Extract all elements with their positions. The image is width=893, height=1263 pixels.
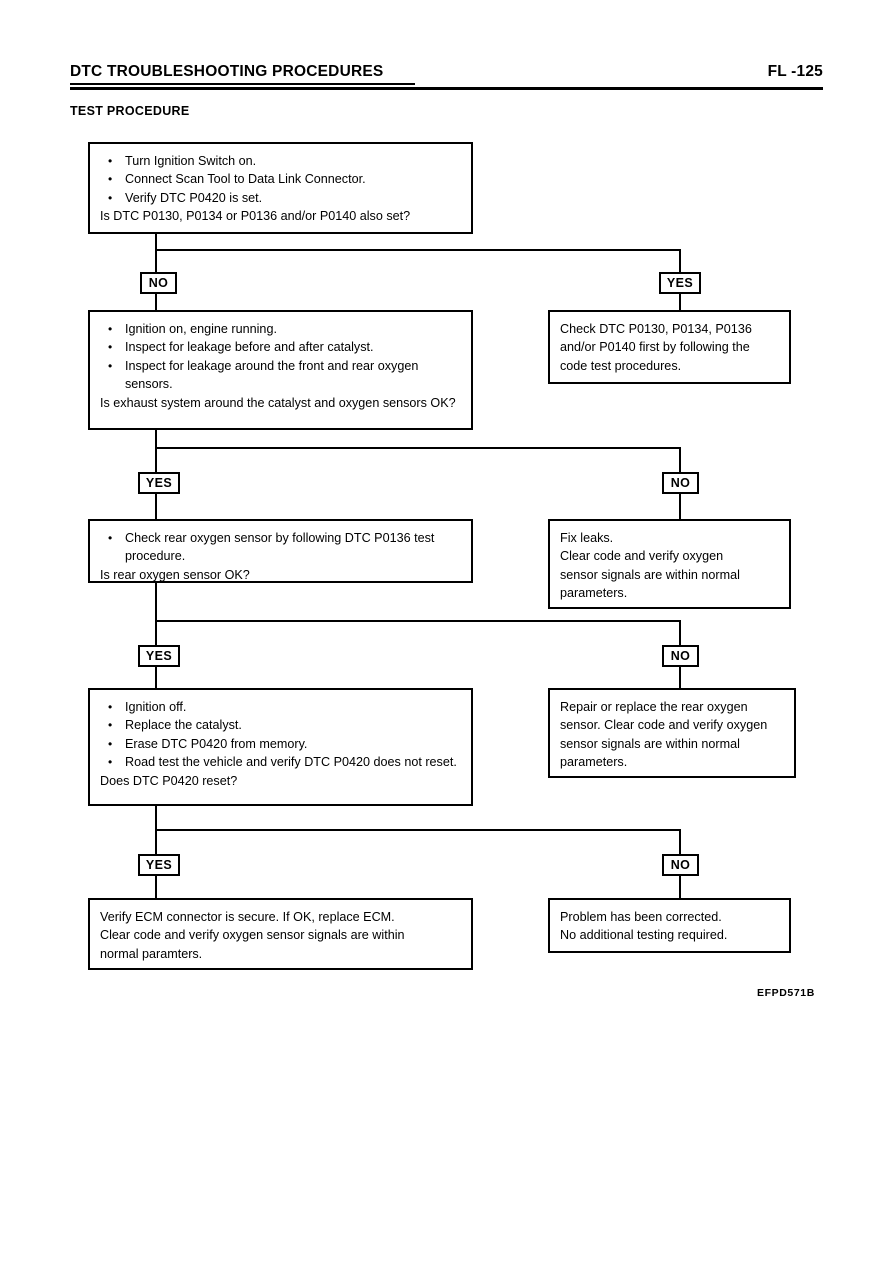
list-item: Inspect for leakage around the front and…: [100, 357, 461, 394]
figure-code: EFPD571B: [757, 987, 815, 999]
outcome-line: normal paramters.: [100, 946, 203, 961]
connector-branch4-left-tail: [155, 876, 157, 899]
list-item: Road test the vehicle and verify DTC P04…: [100, 753, 461, 772]
branch-4-left-label: YES: [138, 854, 180, 876]
outcome-line: Verify ECM connector is secure. If OK, r…: [100, 910, 395, 924]
outcome-final-left-box: Verify ECM connector is secure. If OK, r…: [88, 898, 473, 970]
header-rule-thick: [70, 87, 823, 90]
connector-step4-right-drop: [679, 829, 681, 855]
connector-step2-right-drop: [679, 447, 681, 473]
list-item: Ignition off.: [100, 698, 461, 717]
outcome-line: Check DTC P0130, P0134, P0136: [560, 322, 752, 336]
list-item: Check rear oxygen sensor by following DT…: [100, 529, 461, 566]
connector-branch3-left-tail: [155, 667, 157, 689]
connector-step4-stem: [155, 806, 157, 831]
outcome-right-3-box: Repair or replace the rear oxygen sensor…: [548, 688, 796, 778]
list-item: Ignition on, engine running.: [100, 320, 461, 339]
list-item: Connect Scan Tool to Data Link Connector…: [100, 170, 461, 189]
flow-step-2-question: Is exhaust system around the catalyst an…: [100, 395, 456, 410]
connector-step3-branch-bar: [155, 620, 681, 622]
branch-1-left-label: NO: [140, 272, 177, 294]
outcome-line: and/or P0140 first by following the: [560, 340, 750, 355]
list-item: Verify DTC P0420 is set.: [100, 189, 461, 208]
outcome-line: Clear code and verify oxygen: [560, 549, 724, 564]
branch-3-left-label: YES: [138, 645, 180, 667]
connector-step1-right-drop: [679, 249, 681, 273]
list-item: Replace the catalyst.: [100, 716, 461, 735]
outcome-line: sensor. Clear code and verify oxygen: [560, 718, 768, 733]
branch-4-right-label: NO: [662, 854, 699, 876]
flow-step-4-box: Ignition off. Replace the catalyst. Eras…: [88, 688, 473, 806]
connector-branch1-right-tail: [679, 294, 681, 311]
connector-step2-stem: [155, 430, 157, 449]
connector-branch1-left-tail: [155, 294, 157, 311]
branch-2-right-label: NO: [662, 472, 699, 494]
flow-step-1-question: Is DTC P0130, P0134 or P0136 and/or P014…: [100, 209, 411, 224]
connector-branch4-right-tail: [679, 876, 681, 899]
connector-branch3-right-tail: [679, 667, 681, 689]
page-title: DTC TROUBLESHOOTING PROCEDURES: [70, 63, 384, 80]
outcome-right-4-box: Problem has been corrected. No additiona…: [548, 898, 791, 953]
flow-step-4-bullets: Ignition off. Replace the catalyst. Eras…: [100, 698, 461, 772]
flow-step-4-question: Does DTC P0420 reset?: [100, 773, 238, 788]
outcome-line: Repair or replace the rear oxygen: [560, 700, 748, 714]
connector-step1-branch-bar: [155, 249, 681, 251]
outcome-line: parameters.: [560, 755, 628, 770]
connector-step2-left-drop: [155, 447, 157, 473]
connector-step3-right-drop: [679, 620, 681, 646]
outcome-line: No additional testing required.: [560, 928, 728, 943]
outcome-right-2-box: Fix leaks. Clear code and verify oxygen …: [548, 519, 791, 609]
flow-step-1-box: Turn Ignition Switch on. Connect Scan To…: [88, 142, 473, 234]
branch-1-right-label: YES: [659, 272, 701, 294]
header-rule-thin: [70, 83, 415, 85]
outcome-line: Problem has been corrected.: [560, 910, 722, 924]
connector-branch2-right-tail: [679, 494, 681, 520]
outcome-line: sensor signals are within normal: [560, 567, 740, 582]
flow-step-3-bullets: Check rear oxygen sensor by following DT…: [100, 529, 461, 566]
branch-2-left-label: YES: [138, 472, 180, 494]
connector-step2-branch-bar: [155, 447, 681, 449]
outcome-line: Clear code and verify oxygen sensor sign…: [100, 928, 405, 943]
list-item: Turn Ignition Switch on.: [100, 152, 461, 171]
flow-step-1-bullets: Turn Ignition Switch on. Connect Scan To…: [100, 152, 461, 208]
outcome-right-1-box: Check DTC P0130, P0134, P0136 and/or P01…: [548, 310, 791, 384]
flow-step-3-question: Is rear oxygen sensor OK?: [100, 567, 250, 582]
flow-step-3-box: Check rear oxygen sensor by following DT…: [88, 519, 473, 583]
list-item: Erase DTC P0420 from memory.: [100, 735, 461, 754]
flow-step-2-bullets: Ignition on, engine running. Inspect for…: [100, 320, 461, 394]
connector-step3-stem: [155, 583, 157, 622]
outcome-line: sensor signals are within normal: [560, 736, 740, 751]
connector-step1-left-drop: [155, 249, 157, 273]
connector-step3-left-drop: [155, 620, 157, 646]
flow-step-2-box: Ignition on, engine running. Inspect for…: [88, 310, 473, 430]
list-item: Inspect for leakage before and after cat…: [100, 338, 461, 357]
outcome-line: code test procedures.: [560, 358, 682, 373]
branch-3-right-label: NO: [662, 645, 699, 667]
section-label: TEST PROCEDURE: [70, 104, 190, 118]
outcome-line: Fix leaks.: [560, 531, 614, 545]
outcome-line: parameters.: [560, 586, 628, 601]
connector-step1-stem: [155, 234, 157, 251]
connector-step4-branch-bar: [155, 829, 681, 831]
connector-step4-left-drop: [155, 829, 157, 855]
page-reference: FL -125: [767, 63, 823, 80]
connector-branch2-left-tail: [155, 494, 157, 520]
